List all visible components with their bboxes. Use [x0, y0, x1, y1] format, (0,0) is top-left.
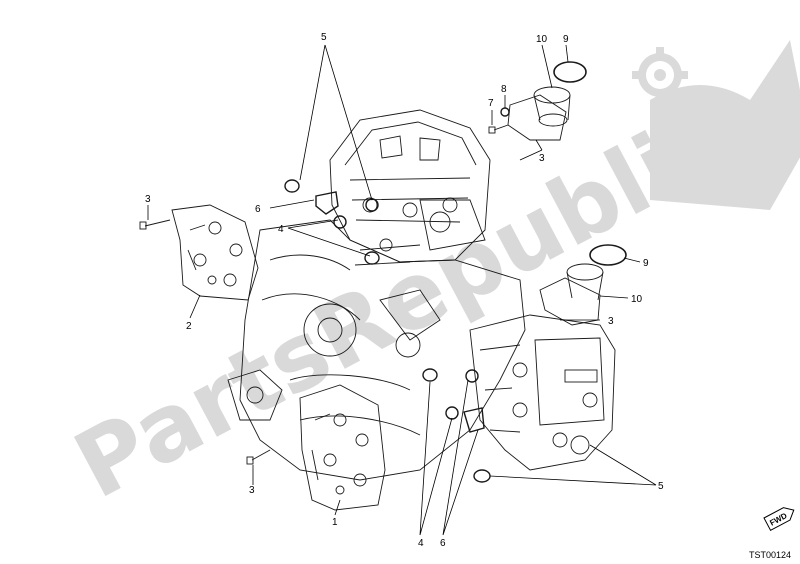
label-6-top: 6 — [255, 204, 261, 215]
label-10-right: 10 — [631, 294, 643, 305]
label-10-top: 10 — [536, 34, 548, 45]
label-4-bottom: 4 — [418, 538, 424, 549]
rear-head-cover-plate — [171, 204, 259, 301]
label-3-right: 3 — [608, 316, 614, 327]
label-7: 7 — [488, 98, 494, 109]
watermark-text: PartsRepublik — [58, 83, 751, 519]
o-rings — [284, 107, 510, 483]
label-4-top: 4 — [278, 224, 284, 235]
bolts — [139, 124, 509, 465]
label-9-top: 9 — [563, 34, 569, 45]
rear-cylinder-head — [329, 109, 491, 263]
label-3-left-top: 3 — [145, 194, 151, 205]
label-6-bottom: 6 — [440, 538, 446, 549]
label-5-top: 5 — [321, 32, 327, 43]
engine-illustration — [139, 61, 627, 511]
fwd-arrow-badge: FWD — [763, 507, 795, 532]
crankcase — [227, 219, 526, 481]
leader-lines — [147, 44, 657, 536]
label-2: 2 — [186, 321, 192, 332]
front-head-cover-plate — [299, 384, 386, 511]
label-3-left-bottom: 3 — [249, 485, 255, 496]
label-5-right: 5 — [658, 481, 664, 492]
label-8: 8 — [501, 84, 507, 95]
gear-icon — [632, 40, 800, 210]
callout-labels: 5 6 4 3 2 10 9 8 7 3 9 10 3 5 3 1 4 6 — [145, 32, 664, 549]
drawing-code: TST00124 — [749, 550, 791, 560]
label-9-right: 9 — [643, 258, 649, 269]
label-1: 1 — [332, 517, 338, 528]
intake-manifold-top — [507, 61, 587, 141]
watermark: PartsRepublik — [58, 40, 800, 519]
label-3-top-right: 3 — [539, 153, 545, 164]
